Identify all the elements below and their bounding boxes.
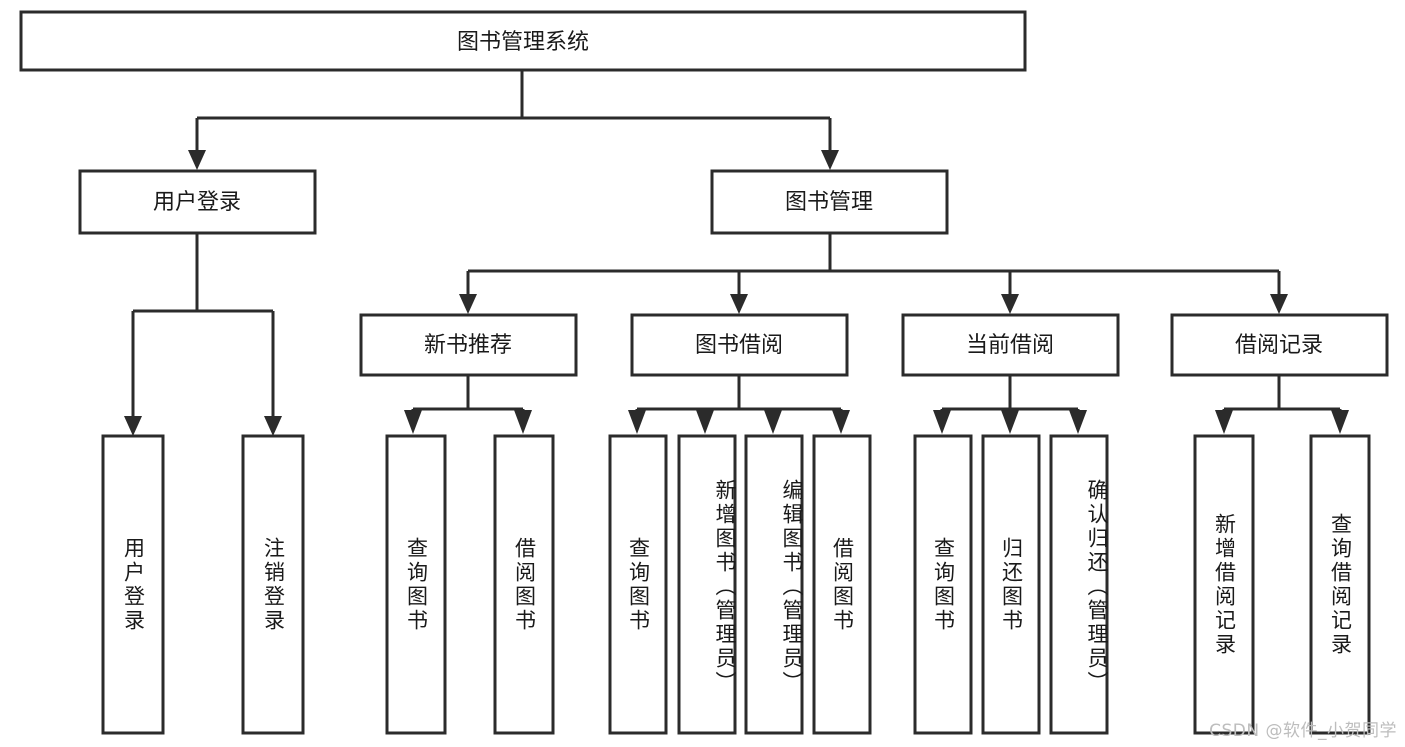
node-leaf-edit-book[interactable]: 编辑图书（管理员） [744,434,804,735]
arrowhead-leaf-query-record [1331,410,1349,434]
node-root[interactable]: 图书管理系统 [19,10,1027,72]
arrowhead-leaf-edit-book [764,410,782,434]
arrowhead-leaf-add-record [1215,410,1233,434]
node-current-borrow-rect[interactable] [901,313,1120,377]
node-leaf-confirm-return[interactable]: 确认归还（管理员） [1049,434,1109,735]
node-leaf-borrow-book-2[interactable]: 借阅图书 [812,434,872,735]
node-new-book-recommend-rect[interactable] [359,313,578,377]
arrowhead-leaf-user-login [124,416,142,436]
node-leaf-edit-book-label: 编辑图书（管理员） [780,478,804,695]
node-book-borrow-label: 图书借阅 [695,333,783,358]
node-new-book-recommend[interactable]: 新书推荐 [359,313,578,377]
node-leaf-return-book[interactable]: 归还图书 [981,434,1041,735]
arrowhead-leaf-add-book [696,410,714,434]
node-user-login[interactable]: 用户登录 [78,169,317,235]
node-leaf-query-book-1-label: 查询图书 [404,536,429,633]
node-user-login-label: 用户登录 [153,190,241,215]
arrowhead-new-book-recommend [459,294,477,314]
node-leaf-return-book-rect[interactable] [981,434,1041,735]
node-leaf-confirm-return-label: 确认归还（管理员） [1085,478,1109,695]
node-leaf-add-book[interactable]: 新增图书（管理员） [677,434,737,735]
node-leaf-user-login[interactable]: 用户登录 [101,434,165,735]
node-leaf-add-record-label: 新增借阅记录 [1212,512,1237,657]
arrowhead-user-login [188,150,206,170]
node-leaf-user-logout[interactable]: 注销登录 [241,434,305,735]
node-leaf-add-record-rect[interactable] [1193,434,1255,735]
arrowhead-borrow-record [1270,294,1288,314]
arrowhead-leaf-borrow-book-2 [832,410,850,434]
node-leaf-query-record-rect[interactable] [1309,434,1371,735]
node-book-borrow-rect[interactable] [630,313,849,377]
node-leaf-query-book-1[interactable]: 查询图书 [385,434,447,735]
arrowhead-leaf-query-book-1 [404,410,422,434]
node-leaf-user-login-rect[interactable] [101,434,165,735]
node-leaf-query-record-label: 查询借阅记录 [1328,512,1353,657]
node-current-borrow-label: 当前借阅 [966,333,1054,358]
arrowhead-leaf-query-book-3 [933,410,951,434]
node-leaf-borrow-book-1-rect[interactable] [493,434,555,735]
node-borrow-record-rect[interactable] [1170,313,1389,377]
node-leaf-confirm-return-rect[interactable] [1049,434,1109,735]
node-leaf-user-logout-label: 注销登录 [261,536,286,633]
node-leaf-query-book-2-label: 查询图书 [626,536,651,633]
node-leaf-query-book-3-label: 查询图书 [931,536,956,633]
arrowhead-leaf-query-book-2 [628,410,646,434]
arrowhead-leaf-return-book [1001,410,1019,434]
arrowhead-leaf-borrow-book-1 [514,410,532,434]
node-leaf-user-logout-rect[interactable] [241,434,305,735]
node-root-rect[interactable] [19,10,1027,72]
node-leaf-edit-book-rect[interactable] [744,434,804,735]
arrowhead-leaf-user-logout [264,416,282,436]
arrowhead-current-borrow [1001,294,1019,314]
node-leaf-borrow-book-2-rect[interactable] [812,434,872,735]
node-leaf-borrow-book-1[interactable]: 借阅图书 [493,434,555,735]
arrowhead-book-borrow [730,294,748,314]
node-leaf-add-record[interactable]: 新增借阅记录 [1193,434,1255,735]
node-leaf-return-book-label: 归还图书 [999,536,1024,633]
node-book-manage[interactable]: 图书管理 [710,169,949,235]
node-new-book-recommend-label: 新书推荐 [424,333,512,358]
arrowhead-book-manage [821,150,839,170]
node-current-borrow[interactable]: 当前借阅 [901,313,1120,377]
node-leaf-query-book-1-rect[interactable] [385,434,447,735]
node-root-label: 图书管理系统 [457,30,589,55]
node-book-manage-rect[interactable] [710,169,949,235]
node-borrow-record[interactable]: 借阅记录 [1170,313,1389,377]
node-leaf-user-login-label: 用户登录 [121,536,146,633]
node-borrow-record-label: 借阅记录 [1235,333,1323,358]
node-leaf-query-book-2-rect[interactable] [608,434,668,735]
node-user-login-rect[interactable] [78,169,317,235]
arrowhead-leaf-confirm-return [1069,410,1087,434]
node-book-borrow[interactable]: 图书借阅 [630,313,849,377]
node-leaf-borrow-book-1-label: 借阅图书 [512,536,537,633]
node-book-manage-label: 图书管理 [785,190,873,215]
node-leaf-add-book-label: 新增图书（管理员） [713,478,737,695]
connector-layer [124,70,1349,436]
node-leaf-query-book-3-rect[interactable] [913,434,973,735]
node-leaf-add-book-rect[interactable] [677,434,737,735]
node-leaf-query-book-3[interactable]: 查询图书 [913,434,973,735]
node-leaf-query-book-2[interactable]: 查询图书 [608,434,668,735]
node-leaf-query-record[interactable]: 查询借阅记录 [1309,434,1371,735]
node-leaf-borrow-book-2-label: 借阅图书 [830,536,855,633]
